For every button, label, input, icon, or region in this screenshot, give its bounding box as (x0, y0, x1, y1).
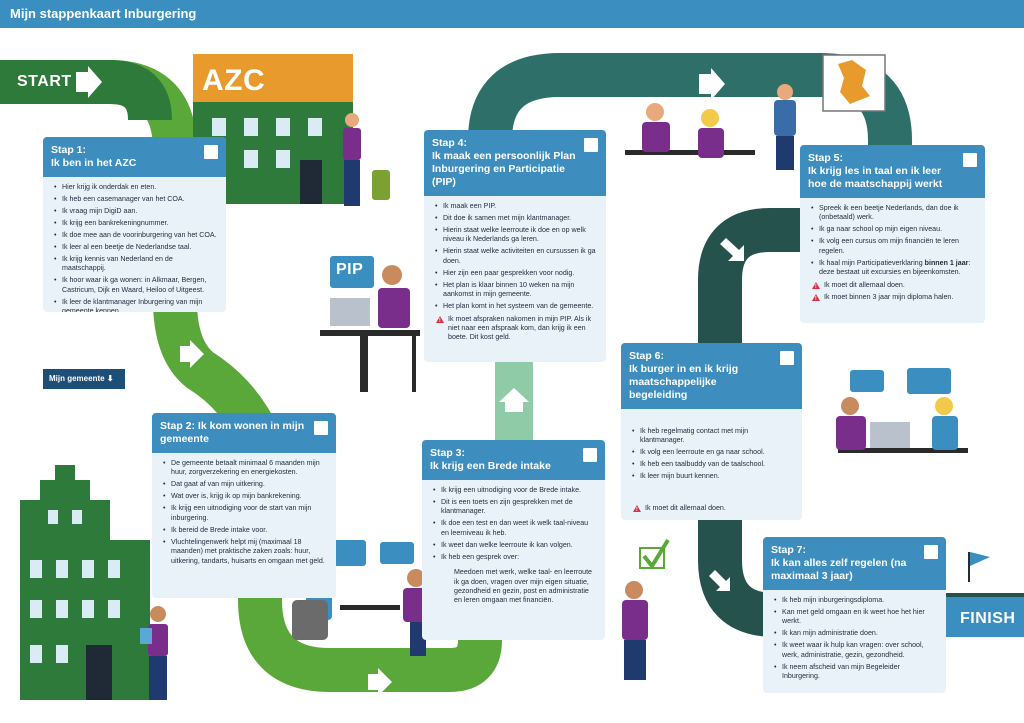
step-6-body: Ik heb regelmatig contact met mijn klant… (621, 409, 802, 520)
step-3-body: Ik krijg een uitnodiging voor de Brede i… (422, 480, 605, 612)
list-item: Hierin staat welke leerroute ik doe en o… (434, 226, 598, 245)
step-4-title: Stap 4: Ik maak een persoonlijk Plan Inb… (432, 137, 576, 188)
list-item: Het plan is klaar binnen 10 weken na mij… (434, 281, 598, 300)
step-2-checkbox[interactable] (314, 421, 328, 435)
step-1-header: Stap 1: Ik ben in het AZC (43, 137, 226, 177)
pip-sign: PIP (336, 261, 364, 278)
list-item: Ik kan mijn administratie doen. (773, 629, 938, 639)
warning-icon (812, 281, 820, 292)
warning-note: Ik moet dit allemaal doen. (810, 281, 977, 292)
list-item: Ik krijg een uitnodiging voor de Brede i… (432, 486, 597, 496)
step-6-card: Stap 6: Ik burger in en ik krijg maatsch… (621, 343, 802, 520)
step-4-header: Stap 4: Ik maak een persoonlijk Plan Inb… (424, 130, 606, 196)
list-item: Dit is een toets en zijn gesprekken met … (432, 498, 597, 517)
list-item: Het plan komt in het systeem van de geme… (434, 302, 598, 312)
step-3-card: Stap 3: Ik krijg een Brede intake Ik kri… (422, 440, 605, 640)
list-item: Ik ga naar school op mijn eigen niveau. (810, 225, 977, 235)
step-3-title: Stap 3: Ik krijg een Brede intake (430, 447, 551, 472)
step-5-checkbox[interactable] (963, 153, 977, 167)
warning-note: Ik moet afspraken nakomen in mijn PIP. A… (434, 315, 598, 343)
list-item: Ik leer mijn buurt kennen. (631, 472, 794, 482)
list-item: Hier krijg ik onderdak en eten. (53, 183, 218, 193)
list-item: Hier zijn een paar gesprekken voor nodig… (434, 269, 598, 279)
list-item: Wat over is, krijg ik op mijn bankrekeni… (162, 492, 328, 502)
list-item: Ik leer al een beetje de Nederlandse taa… (53, 243, 218, 253)
header-bar: Mijn stappenkaart Inburgering (0, 0, 1024, 28)
list-item: Ik vraag mijn DigiD aan. (53, 207, 218, 217)
list-item: Ik weet dan welke leerroute ik kan volge… (432, 541, 597, 551)
list-item: Ik maak een PIP. (434, 202, 598, 212)
page-title: Mijn stappenkaart Inburgering (10, 6, 197, 21)
list-item: Ik krijg een bankrekeningnummer. (53, 219, 218, 229)
mijn-gemeente-label: Mijn gemeente (49, 374, 105, 383)
step-6-header: Stap 6: Ik burger in en ik krijg maatsch… (621, 343, 802, 409)
step-1-title: Stap 1: Ik ben in het AZC (51, 144, 137, 169)
list-item: Hierin staat welke activiteiten en cursu… (434, 247, 598, 266)
list-item: Ik krijg kennis van Nederland en de maat… (53, 255, 218, 274)
list-item: Ik heb mijn inburgeringsdiploma. (773, 596, 938, 606)
finish-label: FINISH (960, 610, 1016, 627)
step-1-card: Stap 1: Ik ben in het AZC Hier krijg ik … (43, 137, 226, 312)
list-item: Spreek ik een beetje Nederlands, dan doe… (810, 204, 977, 223)
list-item: Ik bereid de Brede intake voor. (162, 526, 328, 536)
arrow-down-icon: ⬇ (106, 374, 114, 383)
step-7-body: Ik heb mijn inburgeringsdiploma. Kan met… (763, 590, 946, 690)
step-4-checkbox[interactable] (584, 138, 598, 152)
step-4-card: Stap 4: Ik maak een persoonlijk Plan Inb… (424, 130, 606, 362)
warning-note: Ik moet binnen 3 jaar mijn diploma halen… (810, 293, 977, 304)
list-item: Ik krijg een uitnodiging voor de start v… (162, 504, 328, 523)
step-2-body: De gemeente betaalt minimaal 6 maanden m… (152, 453, 336, 575)
list-item: Ik neem afscheid van mijn Begeleider Inb… (773, 663, 938, 682)
list-item: Ik volg een leerroute en ga naar school. (631, 448, 794, 458)
canal-house (20, 465, 150, 700)
list-item: Ik heb regelmatig contact met mijn klant… (631, 427, 794, 446)
list-item: Ik doe een test en dan weet ik welk taal… (432, 519, 597, 538)
list-item: Ik doe mee aan de voorinburgering van he… (53, 231, 218, 241)
azc-sign: AZC (202, 64, 266, 97)
step-6-title: Stap 6: Ik burger in en ik krijg maatsch… (629, 350, 739, 401)
step-2-header: Stap 2: Ik kom wonen in mijn gemeente (152, 413, 336, 453)
step-7-checkbox[interactable] (924, 545, 938, 559)
list-item: Ik heb een taalbuddy van de taalschool. (631, 460, 794, 470)
list-item: Ik haal mijn Participatieverklaring binn… (810, 259, 977, 278)
step-2-title: Stap 2: Ik kom wonen in mijn gemeente (160, 420, 305, 445)
step-3-header: Stap 3: Ik krijg een Brede intake (422, 440, 605, 480)
step-4-body: Ik maak een PIP. Dit doe ik samen met mi… (424, 196, 606, 351)
warning-icon (633, 504, 641, 515)
step-3-extra: Meedoen met werk, welke taal- en leerrou… (454, 568, 593, 605)
step-1-body: Hier krijg ik onderdak en eten. Ik heb e… (43, 177, 226, 312)
step-7-card: Stap 7: Ik kan alles zelf regelen (na ma… (763, 537, 946, 693)
list-item: Dat gaat af van mijn uitkering. (162, 480, 328, 490)
step-5-header: Stap 5: Ik krijg les in taal en ik leer … (800, 145, 985, 198)
finish-band (944, 597, 1024, 637)
azc-sign-panel (193, 54, 353, 102)
step-7-title: Stap 7: Ik kan alles zelf regelen (na ma… (771, 544, 907, 582)
list-item: Ik volg een cursus om mijn financiën te … (810, 237, 977, 256)
list-item: De gemeente betaalt minimaal 6 maanden m… (162, 459, 328, 478)
step-5-title: Stap 5: Ik krijg les in taal en ik leer … (808, 152, 943, 190)
warning-note: Ik moet dit allemaal doen. (631, 504, 794, 515)
list-item: Ik heb een casemanager van het COA. (53, 195, 218, 205)
list-item: Dit doe ik samen met mijn klantmanager. (434, 214, 598, 224)
warning-icon (812, 294, 820, 304)
list-item: Ik weet waar ik hulp kan vragen: over sc… (773, 641, 938, 660)
start-label: START (17, 73, 72, 90)
step-2-card: Stap 2: Ik kom wonen in mijn gemeente De… (152, 413, 336, 598)
list-item: Ik hoor waar ik ga wonen: in Alkmaar, Be… (53, 276, 218, 295)
step-7-header: Stap 7: Ik kan alles zelf regelen (na ma… (763, 537, 946, 590)
warning-icon (436, 315, 444, 326)
mijn-gemeente-sign: Mijn gemeente ⬇ (43, 369, 125, 389)
list-item: Kan met geld omgaan en ik weet hoe het h… (773, 608, 938, 627)
step-3-checkbox[interactable] (583, 448, 597, 462)
step-6-checkbox[interactable] (780, 351, 794, 365)
step-5-card: Stap 5: Ik krijg les in taal en ik leer … (800, 145, 985, 323)
step-1-checkbox[interactable] (204, 145, 218, 159)
list-item: Vluchtelingenwerk helpt mij (maximaal 18… (162, 538, 328, 566)
step-5-body: Spreek ik een beetje Nederlands, dan doe… (800, 198, 985, 310)
list-item: Ik heb een gesprek over: (432, 553, 597, 563)
list-item: Ik leer de klantmanager Inburgering van … (53, 298, 218, 312)
